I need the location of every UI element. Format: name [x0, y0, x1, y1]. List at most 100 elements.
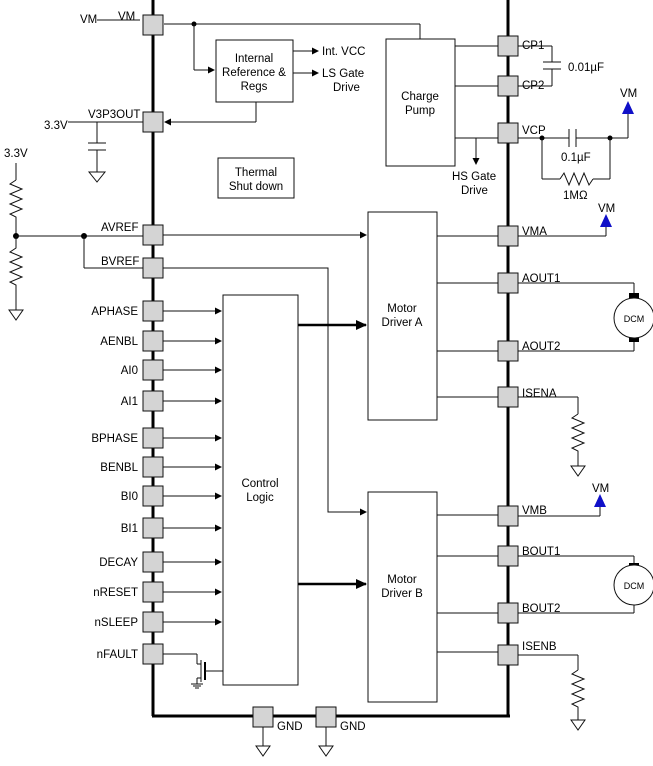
- svg-text:1MΩ: 1MΩ: [563, 190, 588, 202]
- pin-vcp: [497, 122, 519, 144]
- svg-text:Internal: Internal: [235, 53, 273, 65]
- vref-divider: 3.3V AVREF BVREF: [4, 148, 143, 321]
- control-logic-block: Control Logic: [222, 294, 299, 686]
- pin-bout1: [497, 545, 519, 567]
- driver-b-outputs: [437, 514, 498, 653]
- svg-text:VM: VM: [592, 483, 609, 495]
- svg-text:0.1µF: 0.1µF: [561, 152, 591, 164]
- pin-avref: [142, 224, 164, 246]
- isena-resistor: [518, 396, 586, 477]
- svg-text:Drive: Drive: [461, 185, 488, 197]
- pin-cp2: [497, 75, 519, 97]
- motor-driver-b-block: Motor Driver B: [367, 491, 438, 703]
- v3p3out-net: V3P3OUT 3.3V: [44, 109, 143, 183]
- vm-arrow-vcp: VM: [620, 88, 637, 114]
- pin-aenbl: [142, 330, 164, 352]
- svg-text:Motor: Motor: [387, 303, 417, 315]
- svg-text:Drive: Drive: [333, 82, 360, 94]
- svg-text:VM: VM: [118, 11, 135, 23]
- pin-gnd-1: [252, 706, 274, 728]
- svg-text:Charge: Charge: [401, 91, 439, 103]
- svg-text:0.01µF: 0.01µF: [568, 62, 604, 74]
- svg-text:Motor: Motor: [387, 574, 417, 586]
- svg-text:nRESET: nRESET: [93, 587, 138, 599]
- svg-text:BOUT1: BOUT1: [522, 546, 560, 558]
- bvref-wire: [163, 267, 367, 516]
- svg-text:nFAULT: nFAULT: [97, 649, 138, 661]
- svg-text:DCM: DCM: [624, 314, 645, 324]
- svg-text:Int. VCC: Int. VCC: [322, 46, 365, 58]
- svg-text:VM: VM: [598, 203, 615, 215]
- pin-bi0: [142, 485, 164, 507]
- svg-text:Driver B: Driver B: [381, 588, 423, 600]
- pin-nfault: [142, 643, 164, 665]
- nfault-transistor: [163, 653, 223, 689]
- pin-isenb: [497, 644, 519, 666]
- svg-text:Control: Control: [241, 478, 278, 490]
- motor-driver-a-block: Motor Driver A: [367, 211, 438, 421]
- control-input-pins: APHASE AENBL AI0 AI1 BPHASE BENBL BI0 BI…: [91, 306, 138, 661]
- svg-text:Thermal: Thermal: [235, 167, 277, 179]
- svg-text:VCP: VCP: [522, 125, 546, 137]
- svg-text:Logic: Logic: [246, 492, 274, 504]
- pin-vm: [142, 14, 164, 36]
- svg-text:Reference &: Reference &: [222, 67, 286, 79]
- internal-reference-block: Internal Reference & Regs: [215, 39, 294, 103]
- svg-text:AI1: AI1: [121, 396, 138, 408]
- pin-bout2: [497, 602, 519, 624]
- charge-pump-block: Charge Pump: [385, 38, 456, 167]
- svg-text:HS Gate: HS Gate: [452, 171, 496, 183]
- vm-supply-net: VM VM: [80, 11, 421, 74]
- svg-text:APHASE: APHASE: [91, 306, 138, 318]
- svg-text:BVREF: BVREF: [101, 256, 139, 268]
- cp-capacitor: 0.01µF: [518, 45, 604, 87]
- svg-text:ISENA: ISENA: [522, 388, 557, 400]
- pin-bi1: [142, 517, 164, 539]
- control-input-arrows: [163, 307, 222, 626]
- gnd-symbols: [255, 727, 334, 757]
- svg-text:VMA: VMA: [522, 226, 547, 238]
- pin-decay: [142, 551, 164, 573]
- svg-text:Regs: Regs: [241, 81, 268, 93]
- svg-text:BOUT2: BOUT2: [522, 603, 560, 615]
- isenb-resistor: [518, 654, 586, 731]
- chip-outline: [151, 0, 510, 718]
- svg-text:Pump: Pump: [405, 105, 435, 117]
- vm-arrow-vmb: VM: [592, 483, 609, 507]
- pin-nsleep: [142, 611, 164, 633]
- pin-ai0: [142, 359, 164, 381]
- pin-aout1: [497, 272, 519, 294]
- pin-bvref: [142, 257, 164, 279]
- svg-text:VMB: VMB: [522, 505, 547, 517]
- svg-text:3.3V: 3.3V: [44, 120, 68, 132]
- pin-bphase: [142, 427, 164, 449]
- thermal-shutdown-block: Thermal Shut down: [217, 157, 295, 199]
- charge-pump-wiring: HS Gate Drive: [452, 45, 498, 197]
- svg-text:AOUT2: AOUT2: [522, 341, 560, 353]
- pin-isena: [497, 386, 519, 408]
- svg-text:3.3V: 3.3V: [4, 148, 28, 160]
- svg-text:Driver A: Driver A: [382, 317, 423, 329]
- pin-vmb: [497, 505, 519, 527]
- svg-text:BI1: BI1: [121, 523, 138, 535]
- svg-text:BENBL: BENBL: [100, 462, 138, 474]
- vcp-network: 0.1µF 1MΩ: [518, 113, 629, 202]
- svg-text:AI0: AI0: [121, 365, 138, 377]
- motor-b: DCM: [518, 555, 653, 614]
- svg-text:GND: GND: [277, 721, 303, 733]
- motor-a: DCM: [518, 282, 653, 352]
- svg-text:DECAY: DECAY: [99, 557, 138, 569]
- svg-text:ISENB: ISENB: [522, 641, 557, 653]
- vm-arrow-vma: VM: [598, 203, 615, 227]
- driver-a-outputs: [437, 235, 498, 398]
- svg-text:GND: GND: [340, 721, 366, 733]
- pin-vma: [497, 225, 519, 247]
- pin-nreset: [142, 581, 164, 603]
- pin-gnd-2: [315, 706, 337, 728]
- svg-text:VM: VM: [80, 14, 97, 26]
- svg-text:AVREF: AVREF: [101, 222, 139, 234]
- pin-cp1: [497, 35, 519, 57]
- vma-wire: [518, 226, 607, 237]
- svg-text:V3P3OUT: V3P3OUT: [88, 109, 140, 121]
